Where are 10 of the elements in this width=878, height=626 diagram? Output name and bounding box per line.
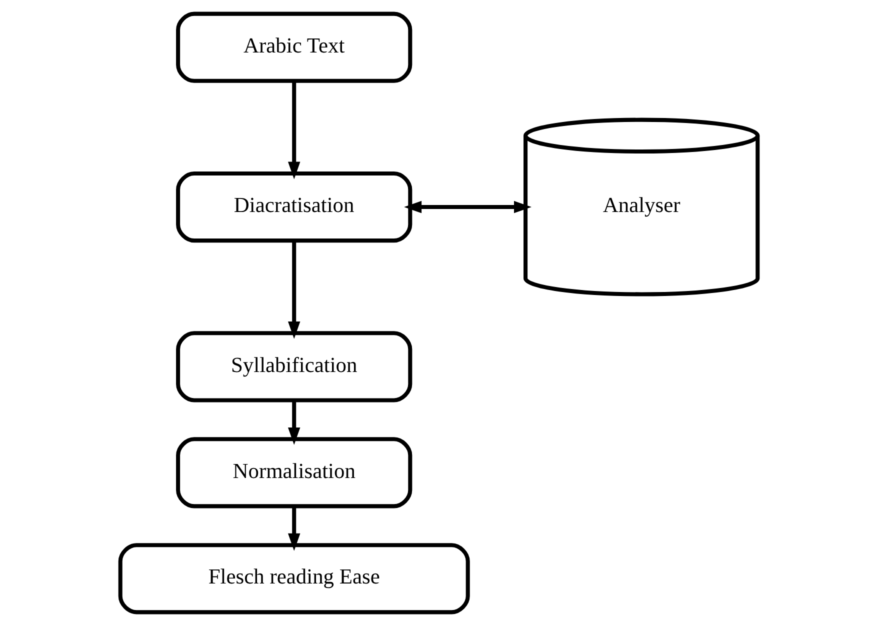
node-box: Normalisation: [176, 437, 412, 508]
node-box: Syllabification: [176, 331, 412, 402]
arrow: [404, 200, 532, 214]
node-box: Arabic Text: [176, 12, 412, 83]
arrow: [288, 506, 300, 551]
node-box: Flesch reading Ease: [118, 543, 470, 614]
node-box: Diacratisation: [176, 171, 412, 243]
arrow: [288, 400, 300, 445]
arrow: [288, 240, 300, 339]
arrow: [288, 81, 300, 180]
